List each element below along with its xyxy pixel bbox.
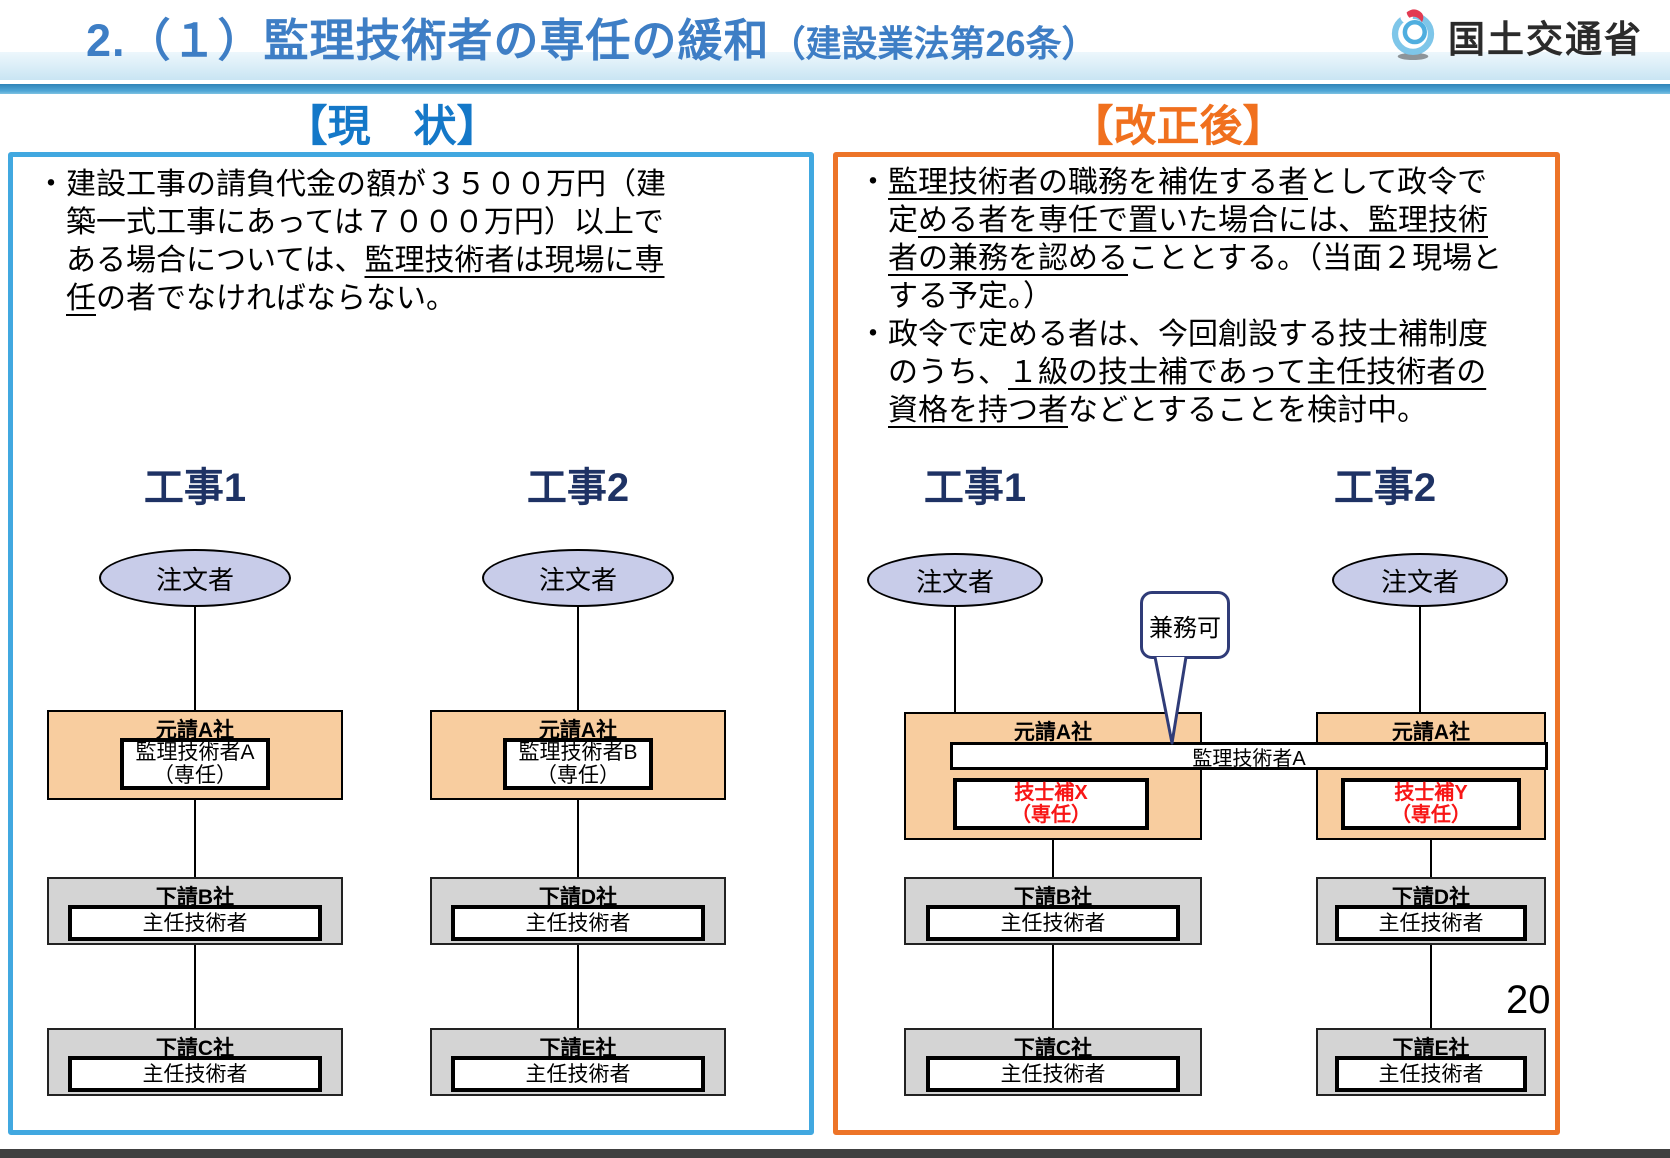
supervising-engineer-box: 監理技術者B （専任）	[503, 738, 653, 790]
chief-engineer-box: 主任技術者	[926, 1056, 1180, 1092]
chart-title-revised-1: 工事1	[923, 466, 1027, 510]
assistant-status: （専任）	[1391, 804, 1471, 826]
revised-paragraph-2: ・政令で定める者は、今回創設する技士補制度のうち、１級の技士補であって主任技術者…	[858, 318, 1488, 427]
revised-body-text: ・監理技術者の職務を補佐する者として政令で定める者を専任で置いた場合には、監理技…	[858, 164, 1504, 430]
assistant-status: （専任）	[1011, 804, 1091, 826]
connector	[577, 607, 579, 711]
connector	[194, 800, 196, 878]
engineer-name: 監理技術者B	[518, 741, 638, 764]
engineer-status: （専任）	[153, 764, 237, 787]
chief-engineer-box: 主任技術者	[68, 1056, 322, 1092]
heading-current: 【現 状】	[284, 103, 500, 151]
dual-role-callout: 兼務可	[1140, 591, 1230, 659]
current-body-text: ・建設工事の請負代金の額が３５００万円（建築一式工事にあっては７０００万円）以上…	[36, 166, 682, 318]
assistant-name: 技士補X	[1014, 782, 1088, 804]
client-label: 注文者	[915, 566, 994, 597]
title-band	[0, 52, 1670, 80]
connector	[577, 800, 579, 878]
connector	[954, 607, 956, 713]
assistant-name: 技士補Y	[1394, 782, 1468, 804]
current-paragraph: ・建設工事の請負代金の額が３５００万円（建築一式工事にあっては７０００万円）以上…	[36, 168, 666, 315]
mlit-logo-text: 国土交通省	[1448, 18, 1643, 60]
chief-engineer-box: 主任技術者	[68, 905, 322, 941]
engineer-name: 主任技術者	[1378, 1062, 1484, 1086]
assistant-engineer-box: 技士補X （専任）	[953, 778, 1149, 830]
client-ellipse: 注文者	[99, 549, 291, 607]
page-title-sub: （建設業法第26条）	[769, 23, 1098, 64]
chart-title-current-2: 工事2	[526, 466, 630, 510]
shared-supervising-engineer-bar: 監理技術者A	[950, 742, 1548, 770]
bottom-rule	[0, 1149, 1670, 1158]
company-label: 下請B社	[1013, 886, 1093, 909]
page-number: 20	[1506, 978, 1551, 1022]
connector	[194, 945, 196, 1029]
mlit-logo-icon	[1386, 4, 1440, 67]
connector	[194, 607, 196, 711]
chief-engineer-box: 主任技術者	[1335, 1056, 1527, 1092]
company-label: 元請A社	[1013, 721, 1093, 744]
engineer-name: 主任技術者	[1000, 911, 1106, 935]
engineer-name: 監理技術者A	[135, 741, 255, 764]
page-title: 2.（１）監理技術者の専任の緩和（建設業法第26条）	[86, 4, 1098, 69]
client-label: 注文者	[155, 564, 234, 595]
chief-engineer-box: 主任技術者	[926, 905, 1180, 941]
engineer-name: 主任技術者	[525, 1062, 631, 1086]
chart-title-current-1: 工事1	[143, 466, 247, 510]
client-label: 注文者	[1380, 566, 1459, 597]
company-label: 下請C社	[1013, 1037, 1093, 1060]
engineer-name: 主任技術者	[1000, 1062, 1106, 1086]
chief-engineer-box: 主任技術者	[1335, 905, 1527, 941]
company-label: 下請D社	[1391, 886, 1471, 909]
heading-revised: 【改正後】	[1070, 103, 1286, 151]
callout-label: 兼務可	[1149, 614, 1221, 642]
engineer-name: 監理技術者A	[1192, 747, 1306, 770]
chief-engineer-box: 主任技術者	[451, 905, 705, 941]
connector	[1430, 945, 1432, 1029]
connector	[577, 945, 579, 1029]
client-ellipse: 注文者	[867, 553, 1043, 607]
client-ellipse: 注文者	[1332, 553, 1508, 607]
company-label: 下請D社	[538, 886, 618, 909]
engineer-name: 主任技術者	[142, 911, 248, 935]
chart-title-revised-2: 工事2	[1333, 466, 1437, 510]
callout-tail	[1141, 656, 1201, 753]
company-label: 下請E社	[1392, 1037, 1470, 1060]
connector	[1052, 945, 1054, 1029]
client-ellipse: 注文者	[482, 549, 674, 607]
connector	[1430, 840, 1432, 878]
page-title-main: 2.（１）監理技術者の専任の緩和	[86, 15, 770, 66]
connector	[1419, 607, 1421, 713]
company-label: 下請C社	[155, 1037, 235, 1060]
title-rule	[0, 84, 1670, 94]
panel-current	[8, 152, 814, 1135]
connector	[1052, 840, 1054, 878]
engineer-name: 主任技術者	[142, 1062, 248, 1086]
company-label: 元請A社	[1391, 721, 1471, 744]
chief-engineer-box: 主任技術者	[451, 1056, 705, 1092]
company-label: 下請B社	[155, 886, 235, 909]
mlit-logo: 国土交通省	[1386, 4, 1643, 67]
supervising-engineer-box: 監理技術者A （専任）	[120, 738, 270, 790]
company-label: 下請E社	[539, 1037, 617, 1060]
client-label: 注文者	[538, 564, 617, 595]
revised-paragraph-1: ・監理技術者の職務を補佐する者として政令で定める者を専任で置いた場合には、監理技…	[858, 166, 1503, 313]
company-label: 元請A社	[155, 719, 235, 742]
company-label: 元請A社	[538, 719, 618, 742]
engineer-name: 主任技術者	[1378, 911, 1484, 935]
engineer-status: （専任）	[536, 764, 620, 787]
engineer-name: 主任技術者	[525, 911, 631, 935]
assistant-engineer-box: 技士補Y （専任）	[1341, 778, 1521, 830]
